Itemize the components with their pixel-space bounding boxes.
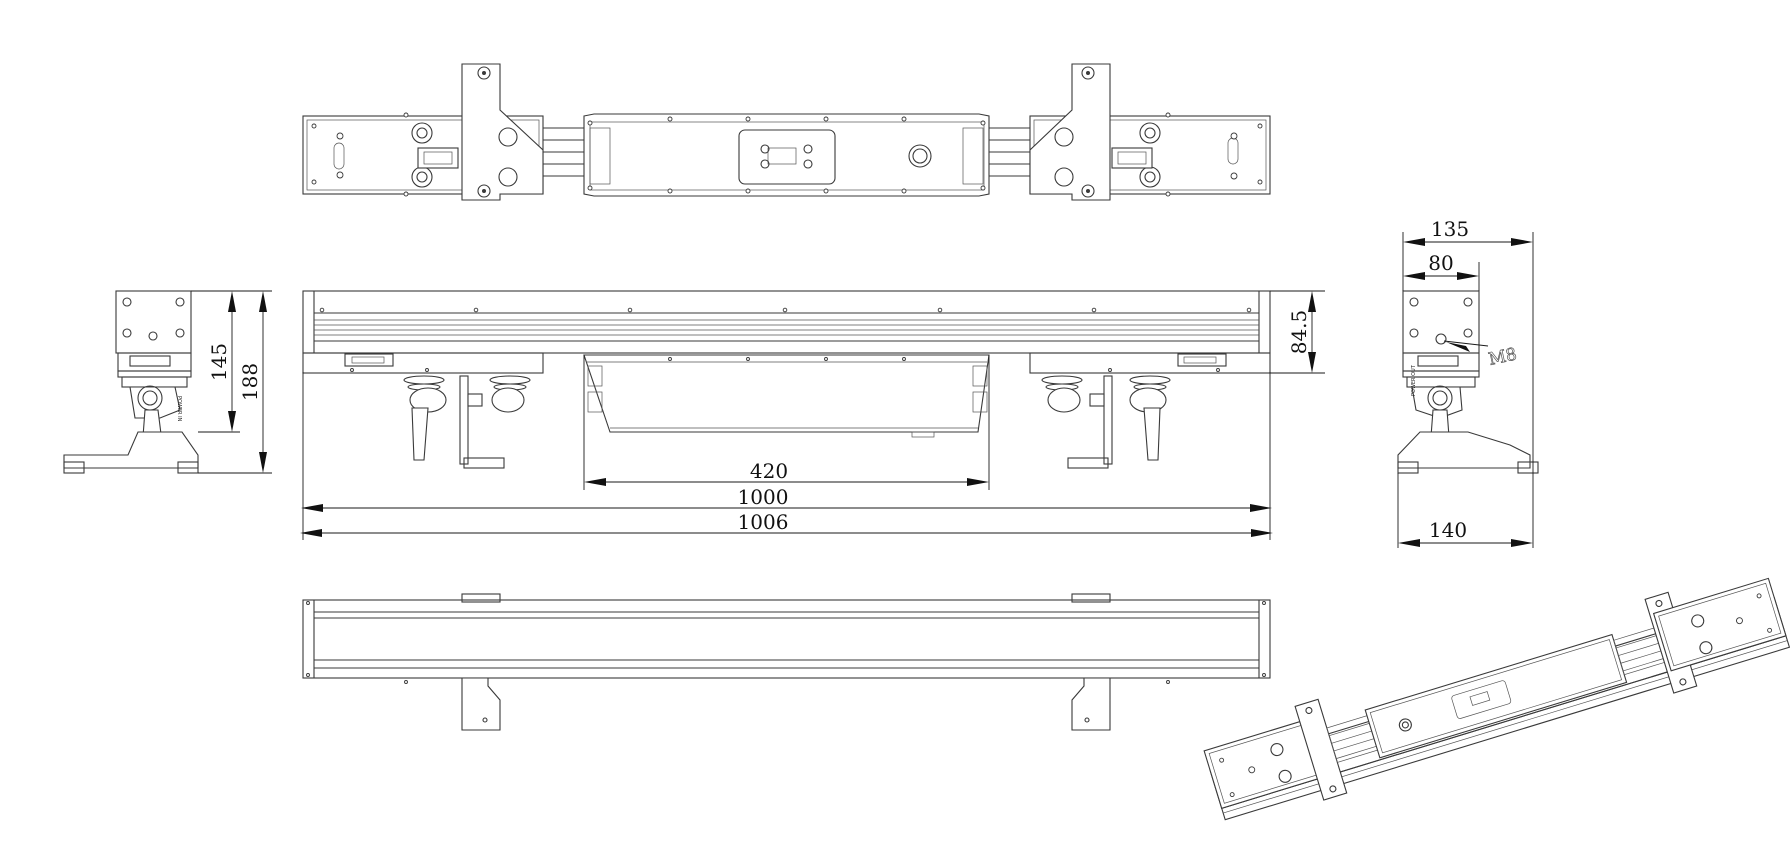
svg-text:POWER IN: POWER IN <box>176 396 182 422</box>
bottom-view <box>302 593 1271 731</box>
m8-label: M8 <box>1487 344 1519 369</box>
dim-1006-label: 1006 <box>738 510 789 534</box>
dim-80-label: 80 <box>1428 251 1453 275</box>
dim-420-label: 420 <box>750 459 788 483</box>
front-view <box>302 290 1271 469</box>
front-left-clamp <box>403 375 531 469</box>
isometric-view <box>1203 577 1790 821</box>
right-side-view: M8 POWER OUT 135 80 140 <box>1397 217 1539 548</box>
top-view-fins <box>543 127 1030 177</box>
left-side-view: POWER IN 145 188 <box>63 290 272 474</box>
dim-140-label: 140 <box>1429 518 1467 542</box>
dim-1000-label: 1000 <box>738 485 789 509</box>
front-view-dimensions: 420 1000 1006 84.5 <box>300 290 1325 540</box>
dim-188-label: 188 <box>238 363 262 401</box>
front-right-clamp <box>1041 375 1171 469</box>
dim-145-label: 145 <box>207 343 231 381</box>
dim-135-label: 135 <box>1431 217 1469 241</box>
top-view <box>302 63 1271 201</box>
dim-84-5-label: 84.5 <box>1287 310 1311 355</box>
svg-text:POWER OUT: POWER OUT <box>1411 364 1417 396</box>
